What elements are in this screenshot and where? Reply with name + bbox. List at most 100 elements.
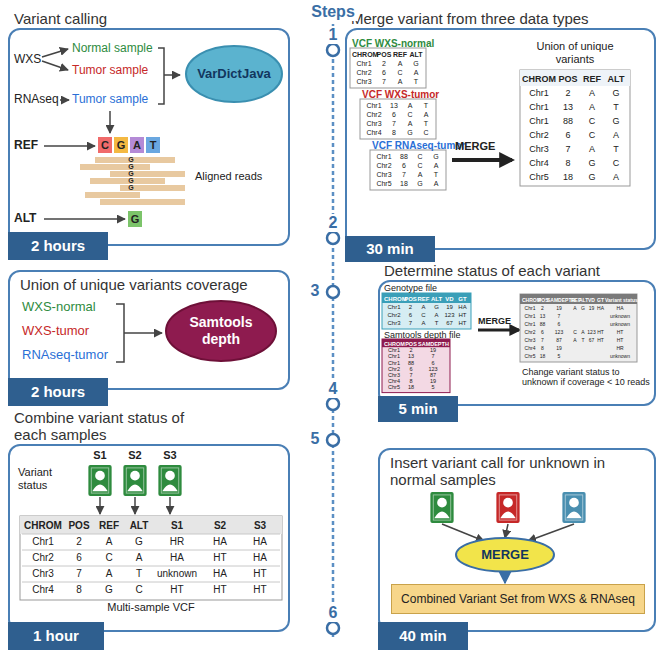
table-cell: REF [571, 296, 579, 304]
table-cell: G [604, 114, 628, 128]
table-cell: Chr2 [522, 328, 538, 336]
text-label: 1 [327, 26, 339, 44]
table-cell: Chr4 [522, 344, 538, 352]
table-cell: HT [596, 328, 605, 336]
time-label: 2 hours [31, 237, 85, 255]
flow-arrow [169, 497, 171, 514]
text-label: Samtools depth file [384, 330, 461, 340]
table-cell: POS [404, 341, 418, 347]
table-cell: G [580, 156, 604, 170]
table-cell: C [412, 152, 428, 161]
table-outline [382, 293, 471, 329]
table-cell: G [408, 59, 424, 68]
table-cell: 7 [547, 312, 571, 320]
aligned-read [100, 199, 185, 205]
table-cell: 6 [404, 366, 418, 372]
text-label: Tumor sample [72, 93, 148, 107]
step-circle [327, 622, 339, 634]
table-outline [520, 294, 637, 362]
table-cell: HR [605, 344, 635, 352]
table-header-fill [382, 293, 471, 303]
table-cell: ALT [124, 518, 154, 534]
table-cell: 7 [418, 353, 448, 359]
table-cell: 123 [418, 366, 448, 372]
text-label: G [127, 185, 135, 191]
table-cell: C [417, 311, 430, 319]
text-label: 6 [327, 604, 339, 622]
table-cell: HT [605, 328, 635, 336]
table-cell: HT [596, 336, 605, 344]
table-cell: Chr1 [372, 152, 396, 161]
table-cell: POS [376, 50, 392, 59]
flow-arrow [442, 524, 484, 541]
table-cell: T [430, 319, 443, 327]
table-cell: Chr2 [384, 366, 404, 372]
flow-connector [504, 573, 506, 583]
table-cell: 2 [64, 534, 94, 550]
table-cell: 6 [64, 550, 94, 566]
table-cell: POS [404, 295, 417, 303]
table-cell: HA [200, 534, 240, 550]
table-cell: Chr2 [352, 68, 376, 77]
table-cell: G [124, 534, 154, 550]
time-label: 2 hours [31, 383, 85, 401]
table-cell: 7 [538, 336, 547, 344]
table-cell: A [412, 170, 428, 179]
text-label: A [130, 137, 144, 153]
table-cell: Chr5 [372, 179, 396, 188]
table-outline [350, 48, 426, 88]
table-cell: Chr3 [522, 142, 556, 156]
table-cell: S3 [240, 518, 280, 534]
flow-arrow [42, 49, 68, 57]
sample-icon [88, 465, 111, 496]
table-cell: unknown [605, 312, 635, 320]
table-cell: 2 [538, 304, 547, 312]
table-cell: SAMDEPTH [418, 341, 448, 347]
time-badge: 5 min [378, 396, 458, 422]
table-cell: 6 [547, 320, 571, 328]
table-cell: 7 [404, 372, 418, 378]
text-label: RNAseq-tumor [22, 348, 108, 363]
table-cell: 123 [443, 311, 456, 319]
flow-arrow [60, 99, 69, 101]
table-cell: T [124, 566, 154, 582]
table-cell: ALT [430, 295, 443, 303]
ellipse-shape [456, 538, 554, 572]
flow-arrow [44, 218, 125, 220]
table-cell: HR [154, 534, 200, 550]
step-circle [327, 44, 339, 634]
panel-heading: Variant calling [14, 10, 284, 27]
table-cell: G [94, 582, 124, 598]
table-cell: Chr1 [384, 303, 404, 311]
text-label: 4 [327, 380, 339, 398]
table-outline [20, 516, 282, 600]
text-label: VCF WXS-normal [352, 38, 434, 50]
time-badge: 40 min [378, 622, 468, 650]
table-cell: 2 [404, 303, 417, 311]
table-cell: Chr4 [22, 582, 64, 598]
ellipse-shape [166, 301, 276, 361]
table-cell: CHROM [522, 296, 538, 304]
table-cell: CHROM [522, 72, 556, 86]
table-cell: C [418, 128, 434, 137]
table-cell: A [571, 304, 579, 312]
sample-icon [562, 492, 585, 523]
table-cell: 2 [404, 347, 418, 353]
table-cell: A [580, 100, 604, 114]
node-label: Samtools depth [181, 314, 261, 348]
table-cell: A [417, 319, 430, 327]
table-cell: 7 [376, 77, 392, 86]
step-circle [327, 398, 339, 410]
table-cell: Chr1 [522, 114, 556, 128]
table-cell: VD [587, 296, 596, 304]
table-cell: A [392, 77, 408, 86]
table-cell: A [604, 170, 628, 184]
table-cell: HA [240, 550, 280, 566]
table-cell: Chr1 [362, 101, 386, 110]
table-cell: Chr1 [522, 312, 538, 320]
table-cell: POS [538, 296, 547, 304]
table-cell: CHROM [384, 341, 404, 347]
table-cell: 67 [587, 336, 596, 344]
table-cell: 87 [547, 336, 571, 344]
